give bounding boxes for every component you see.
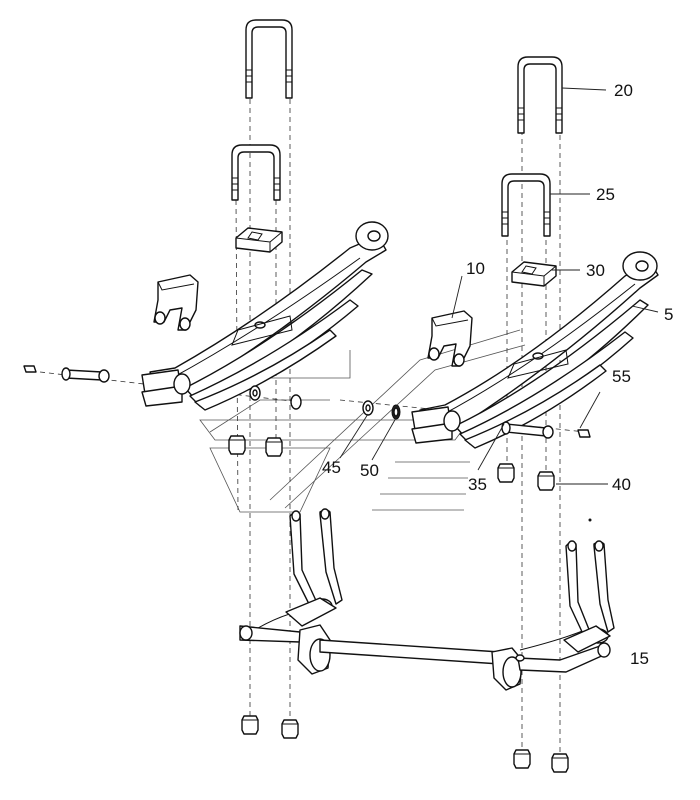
washer-left — [249, 385, 302, 410]
callout-20: 20 — [614, 81, 633, 100]
link-left — [285, 508, 343, 627]
spring-pad-right — [511, 261, 557, 287]
shackle-left — [153, 274, 199, 331]
shackle-pin-left — [23, 365, 110, 383]
leaf-spring-left — [141, 221, 389, 411]
callout-labels: 20 25 30 5 10 55 40 35 45 50 15 — [322, 81, 673, 668]
callout-5: 5 — [664, 305, 673, 324]
callout-25: 25 — [596, 185, 615, 204]
callout-15: 15 — [630, 649, 649, 668]
nuts-upper-right — [497, 463, 555, 491]
shackle-right — [427, 310, 473, 367]
nuts-bottom-right — [513, 749, 569, 773]
nuts-bottom-left — [241, 715, 299, 739]
callout-45: 45 — [322, 458, 341, 477]
leader-lines — [339, 87, 659, 485]
callout-40: 40 — [612, 475, 631, 494]
spring-pad-left — [235, 227, 283, 253]
washer-45 — [362, 400, 374, 416]
nuts-upper-left — [228, 435, 283, 457]
axle-assembly — [239, 607, 611, 691]
u-bolt-upper-left — [245, 19, 293, 99]
u-bolt-lower-left — [231, 144, 281, 201]
callout-50: 50 — [360, 461, 379, 480]
callout-30: 30 — [586, 261, 605, 280]
callout-35: 35 — [468, 475, 487, 494]
shackle-pin-right — [501, 421, 554, 439]
leaf-spring-right — [411, 251, 659, 449]
callout-55: 55 — [612, 367, 631, 386]
washer-50 — [391, 404, 401, 420]
callout-10: 10 — [466, 259, 485, 278]
link-right — [563, 540, 615, 653]
grease-nipple — [577, 429, 591, 438]
u-bolt-upper-right — [517, 56, 563, 134]
u-bolt-lower-right — [501, 173, 551, 237]
